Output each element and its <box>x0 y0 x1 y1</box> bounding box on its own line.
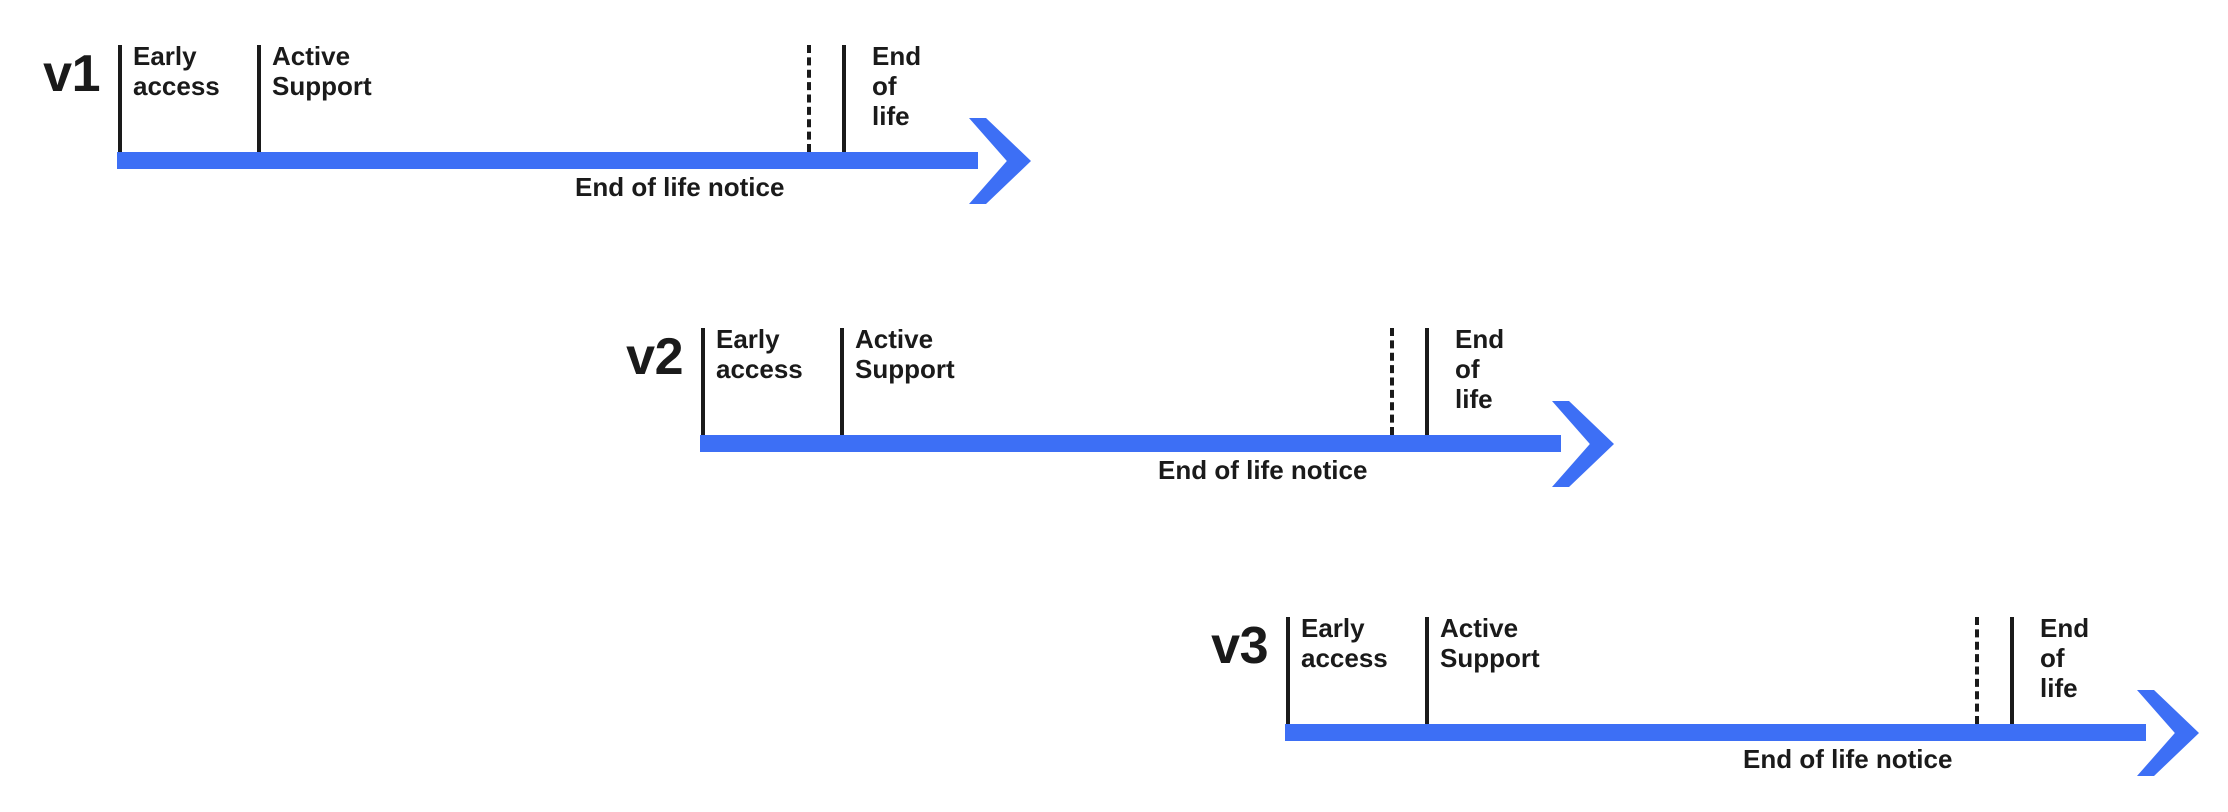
phase-label-early-access-v3: Early access <box>1301 613 1388 673</box>
phase-divider-tick-2-v1 <box>257 45 261 152</box>
arrow-head-v2 <box>1552 400 1614 487</box>
timeline-bar-v1 <box>117 152 978 169</box>
end-of-life-notice-label-v1: End of life notice <box>575 172 785 202</box>
version-label-v2: v2 <box>626 328 683 386</box>
phase-label-active-support-v2: Active Support <box>855 324 955 384</box>
arrow-head-v3 <box>2137 689 2199 776</box>
phase-divider-tick-3-v3 <box>2010 617 2014 724</box>
end-of-life-notice-marker-v1 <box>807 45 811 152</box>
phase-label-end-of-life-v1: End of life <box>872 41 922 131</box>
phase-divider-tick-1-v2 <box>701 328 705 435</box>
end-of-life-notice-marker-v2 <box>1390 328 1394 435</box>
timeline-bar-v3 <box>1285 724 2146 741</box>
phase-label-early-access-v2: Early access <box>716 324 803 384</box>
phase-divider-tick-3-v2 <box>1425 328 1429 435</box>
phase-label-active-support-v1: Active Support <box>272 41 372 101</box>
phase-label-early-access-v1: Early access <box>133 41 220 101</box>
timeline-bar-v2 <box>700 435 1561 452</box>
phase-label-end-of-life-v3: End of life <box>2040 613 2090 703</box>
phase-divider-tick-2-v2 <box>840 328 844 435</box>
phase-divider-tick-1-v3 <box>1286 617 1290 724</box>
phase-divider-tick-1-v1 <box>118 45 122 152</box>
version-label-v1: v1 <box>43 45 100 103</box>
version-label-v3: v3 <box>1211 617 1268 675</box>
phase-label-end-of-life-v2: End of life <box>1455 324 1505 414</box>
phase-label-active-support-v3: Active Support <box>1440 613 1540 673</box>
end-of-life-notice-marker-v3 <box>1975 617 1979 724</box>
phase-divider-tick-3-v1 <box>842 45 846 152</box>
end-of-life-notice-label-v3: End of life notice <box>1743 744 1953 774</box>
arrow-head-v1 <box>969 117 1031 204</box>
phase-divider-tick-2-v3 <box>1425 617 1429 724</box>
end-of-life-notice-label-v2: End of life notice <box>1158 455 1368 485</box>
